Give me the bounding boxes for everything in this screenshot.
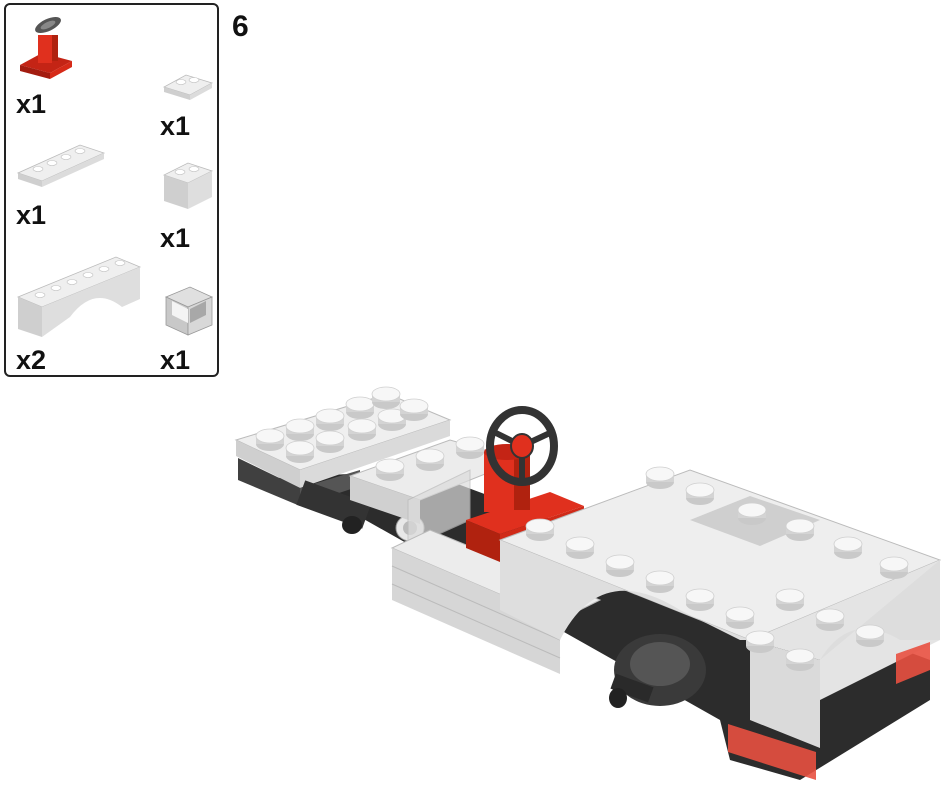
slope-part-icon [164,286,214,336]
part-qty: x1 [16,89,47,119]
plate-1x2-part-icon [162,74,214,100]
brick-1x2-part-icon [162,162,214,209]
steering-stand-part-icon [20,16,72,79]
parts-list-box: x1 x1 x1 x1 x2 [4,3,219,377]
step-number: 6 [232,10,249,43]
plate-1x4-part-icon [16,144,106,187]
part-qty: x1 [16,200,47,230]
arch-part-icon [16,256,142,337]
part-qty: x2 [16,345,47,375]
part-qty: x1 [160,345,191,375]
part-qty: x1 [160,223,191,253]
part-qty: x1 [160,111,191,141]
